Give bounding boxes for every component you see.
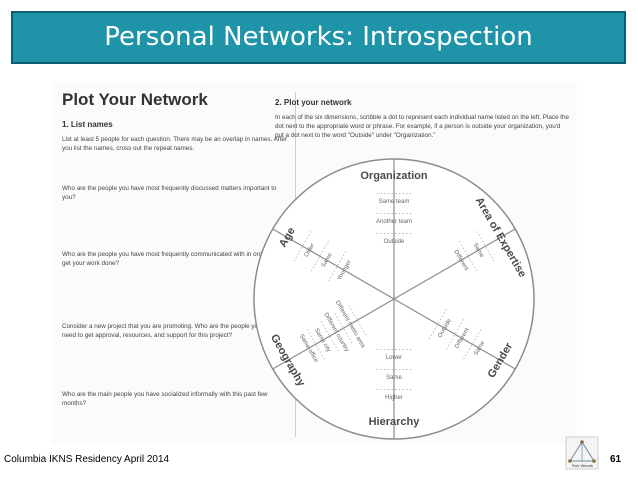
page-number: 61 [610,454,622,465]
question-1: Who are the people you have most frequen… [62,185,277,201]
sector-blank-line: - - - - - - - - - - [377,231,412,237]
plot-network-title: 2. Plot your network [275,98,352,107]
sector-item: Outside [384,239,405,245]
list-names-title: 1. List names [62,120,113,129]
wheel-divider [272,298,395,370]
sector-item: Same [386,375,402,381]
sector-blank-line: - - - - - - - - - - [377,347,412,353]
slide-title: Personal Networks: Introspection [104,22,533,52]
wheel-divider [393,298,516,370]
sector-item: Lower [386,355,402,361]
plot-network-column: 2. Plot your network In each of the six … [275,98,570,140]
question-3: Consider a new project that you are prom… [62,323,280,339]
list-names-column: Plot Your Network 1. List names List at … [62,90,290,407]
footer-text: Columbia IKNS Residency April 2014 [4,454,170,465]
wheel-lines [253,158,535,440]
list-instructions: List at least 5 people for each question… [62,136,287,152]
logo-text: Rob Woods [572,463,593,468]
plot-instructions: In each of the six dimensions, scribble … [275,114,570,139]
sector-item: Same team [379,199,410,205]
wheel-divider [272,228,395,300]
question-4: Who are the main people you have sociali… [62,391,268,407]
sector-blank-line: - - - - - - - - - - [377,211,412,217]
question-2: Who are the people you have most frequen… [62,251,275,267]
worksheet-heading: Plot Your Network [62,90,208,109]
sector-label: Organization [360,170,428,182]
network-wheel: Organization - - - - - - - - - - Same team… [253,158,535,440]
sector-blank-line: - - - - - - - - - - [377,367,412,373]
logo [565,436,599,470]
wheel-divider [393,228,516,300]
sector-blank-line: - - - - - - - - - - [377,191,412,197]
title-banner: Personal Networks: Introspection [11,11,626,64]
sector-item: Higher [385,395,403,401]
sector-item: Another team [376,219,412,225]
worksheet-panel: Plot Your Network 1. List names List at … [52,82,577,444]
sector-blank-line: - - - - - - - - - - [377,387,412,393]
sector-label: Hierarchy [369,416,421,428]
